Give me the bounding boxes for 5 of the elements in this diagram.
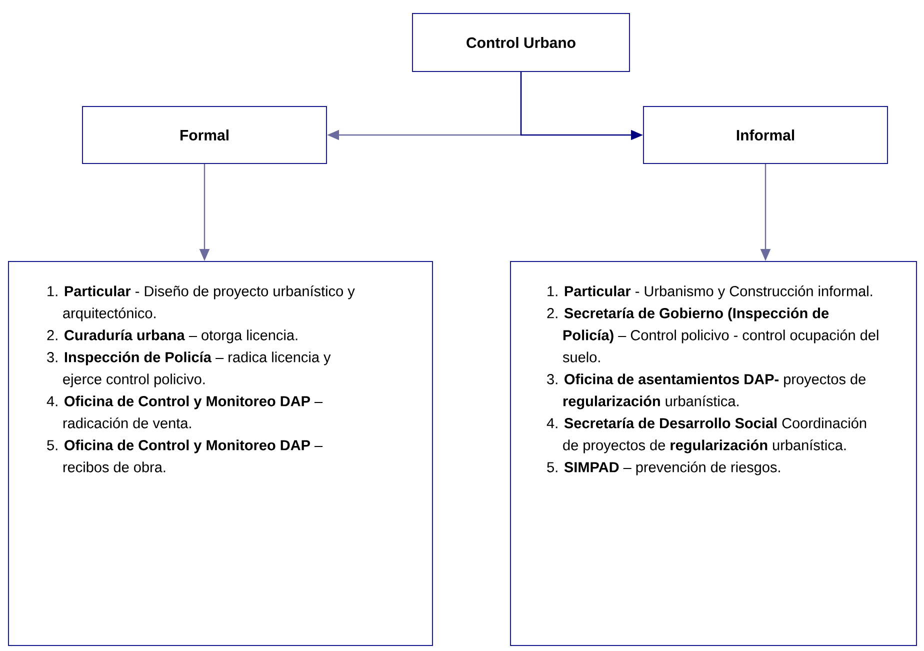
title-box: Informal [643,106,888,164]
title-box: Control Urbano [412,13,630,72]
title-box: Formal [82,106,327,164]
list-box: 1. Particular - Diseño de proyecto urbanístico y arquitectónico. 2. Curaduría urbana – otorga licencia. 3. Inspección de Policía – radica licencia y ejerce control policivo. 4. Oficina de Control y Monitoreo DAP – radicación de venta. 5. Oficina de Control y Monitoreo DAP – recibos de obra. [8,261,433,646]
list-box: 1. Particular - Urbanismo y Construcción informal. 2. Secretaría de Gobierno (Inspección de Policía) – Control policivo - control ocupación del suelo. 3. Oficina de asentamientos DAP- proyectos de regularización urbanística. 4. Secretaría de Desarrollo Social Coordinación de proyectos de regularización urbanística. 5. SIMPAD – prevención de riesgos. [510,261,917,646]
